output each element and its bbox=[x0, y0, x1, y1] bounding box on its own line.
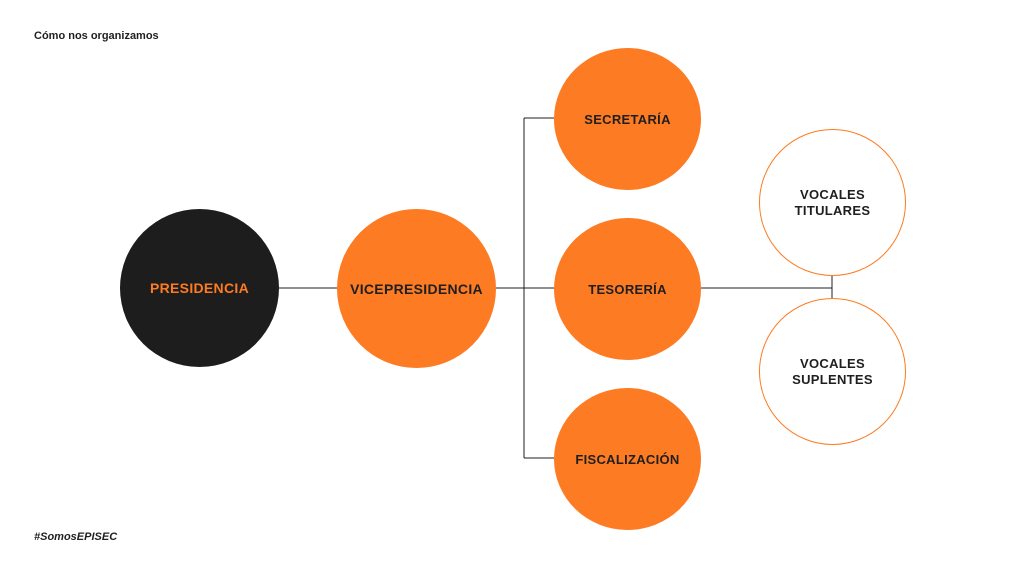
node-vocales-suplentes: VOCALES SUPLENTES bbox=[759, 298, 906, 445]
page-title: Cómo nos organizamos bbox=[34, 30, 159, 42]
node-presidencia: PRESIDENCIA bbox=[120, 209, 279, 367]
node-presidencia-label: PRESIDENCIA bbox=[150, 280, 249, 296]
node-fiscalizacion: FISCALIZACIÓN bbox=[554, 388, 701, 530]
node-vocales-suplentes-line1: VOCALES bbox=[800, 355, 865, 371]
node-vocales-suplentes-line2: SUPLENTES bbox=[792, 371, 873, 387]
node-vocales-titulares-line1: VOCALES bbox=[800, 186, 865, 202]
node-fiscalizacion-label: FISCALIZACIÓN bbox=[575, 451, 680, 467]
node-tesoreria: TESORERÍA bbox=[554, 218, 701, 360]
node-vicepresidencia-label: VICEPRESIDENCIA bbox=[350, 280, 483, 297]
node-vicepresidencia: VICEPRESIDENCIA bbox=[337, 209, 496, 368]
node-vocales-titulares: VOCALES TITULARES bbox=[759, 129, 906, 276]
node-tesoreria-label: TESORERÍA bbox=[588, 281, 667, 297]
node-vocales-titulares-line2: TITULARES bbox=[794, 202, 871, 218]
node-secretaria-label: SECRETARÍA bbox=[584, 111, 671, 127]
footer-hashtag: #SomosEPISEC bbox=[34, 531, 118, 543]
node-secretaria: SECRETARÍA bbox=[554, 48, 701, 190]
